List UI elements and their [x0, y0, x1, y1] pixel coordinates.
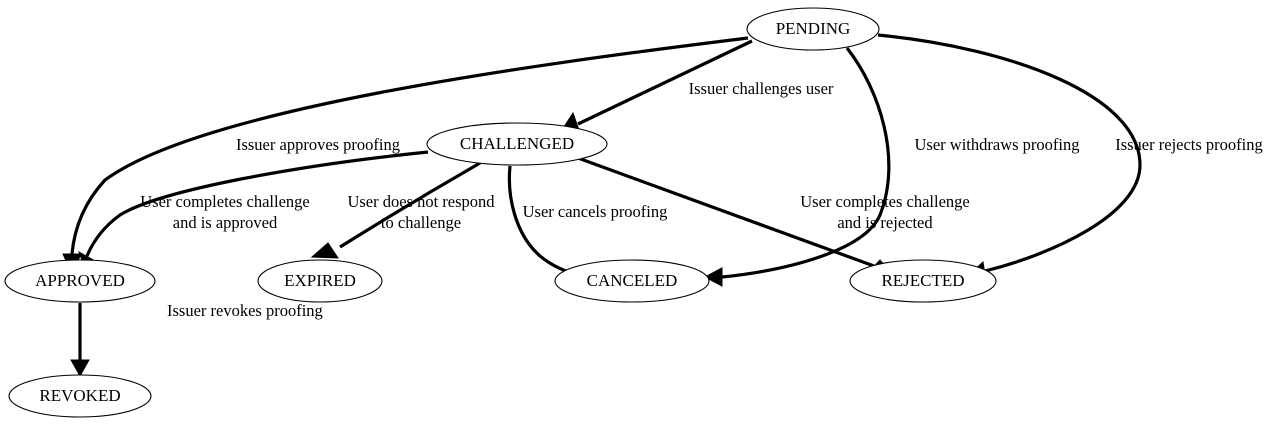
node-label-expired: EXPIRED: [284, 271, 356, 290]
edge-label-challenged-expired: User does not respond to challenge: [347, 192, 495, 232]
node-ellipse-challenged: [426, 122, 608, 166]
edge-label-challenged-canceled: User cancels proofing: [523, 202, 668, 221]
edge-path-challenged-approved: [85, 150, 429, 257]
node-pending[interactable]: PENDING: [746, 7, 880, 51]
edge-label-challenged-expired-line2: to challenge: [381, 213, 461, 232]
arrowhead-expired-in: [310, 242, 339, 259]
edge-label-challenged-approved-line2: and is approved: [173, 213, 278, 232]
node-rejected[interactable]: REJECTED: [849, 259, 997, 303]
edge-label-challenged-approved: User completes challenge and is approved: [140, 192, 310, 232]
node-ellipse-expired: [257, 259, 383, 303]
edge-path-challenged-canceled: [507, 165, 573, 275]
node-ellipse-rejected: [849, 259, 997, 303]
node-ellipse-revoked: [8, 374, 152, 418]
node-ellipse-canceled: [554, 259, 710, 303]
edge-pending-approved[interactable]: [62, 36, 749, 276]
edge-label-pending-approved: Issuer approves proofing: [236, 135, 400, 154]
edge-label-challenged-approved-line1: User completes challenge: [140, 192, 310, 211]
edge-label-challenged-rejected-line1: User completes challenge: [800, 192, 970, 211]
edge-path-pending-rejected: [877, 33, 1142, 273]
edge-label-challenged-rejected-line2: and is rejected: [837, 213, 933, 232]
edge-challenged-expired[interactable]: [310, 161, 481, 259]
node-label-canceled: CANCELED: [587, 271, 678, 290]
edge-label-challenged-rejected: User completes challenge and is rejected: [800, 192, 970, 232]
arrowhead-canceled-in-2: [703, 267, 723, 287]
edge-path-pending-canceled: [721, 47, 891, 279]
node-canceled[interactable]: CANCELED: [554, 259, 710, 303]
node-label-challenged: CHALLENGED: [460, 134, 574, 153]
edge-label-pending-challenged: Issuer challenges user: [689, 79, 834, 98]
nodes-layer: PENDING CHALLENGED APPROVED EXPIRED CANC…: [4, 7, 997, 418]
node-ellipse-approved: [4, 259, 156, 303]
edge-labels-layer: Issuer challenges user Issuer approves p…: [140, 79, 1263, 320]
node-ellipse-pending: [746, 7, 880, 51]
edge-label-pending-canceled: User withdraws proofing: [915, 135, 1080, 154]
edge-path-pending-approved: [70, 36, 749, 255]
node-revoked[interactable]: REVOKED: [8, 374, 152, 418]
edge-pending-canceled[interactable]: [703, 47, 891, 287]
edge-challenged-canceled[interactable]: [507, 165, 592, 283]
edge-label-pending-rejected: Issuer rejects proofing: [1115, 135, 1263, 154]
edge-approved-revoked[interactable]: [70, 303, 90, 378]
edge-path-challenged-rejected: [577, 156, 875, 268]
arrowhead-revoked-in: [70, 359, 90, 378]
node-approved[interactable]: APPROVED: [4, 259, 156, 303]
edge-label-approved-revoked: Issuer revokes proofing: [167, 301, 323, 320]
node-expired[interactable]: EXPIRED: [257, 259, 383, 303]
node-label-revoked: REVOKED: [39, 386, 120, 405]
edge-path-pending-challenged: [577, 39, 753, 126]
edge-label-challenged-expired-line1: User does not respond: [347, 192, 495, 211]
edge-pending-rejected[interactable]: [877, 33, 1142, 282]
edge-path-challenged-expired: [339, 161, 481, 249]
node-label-pending: PENDING: [776, 19, 851, 38]
node-label-approved: APPROVED: [35, 271, 125, 290]
node-label-rejected: REJECTED: [881, 271, 964, 290]
node-challenged[interactable]: CHALLENGED: [426, 122, 608, 166]
